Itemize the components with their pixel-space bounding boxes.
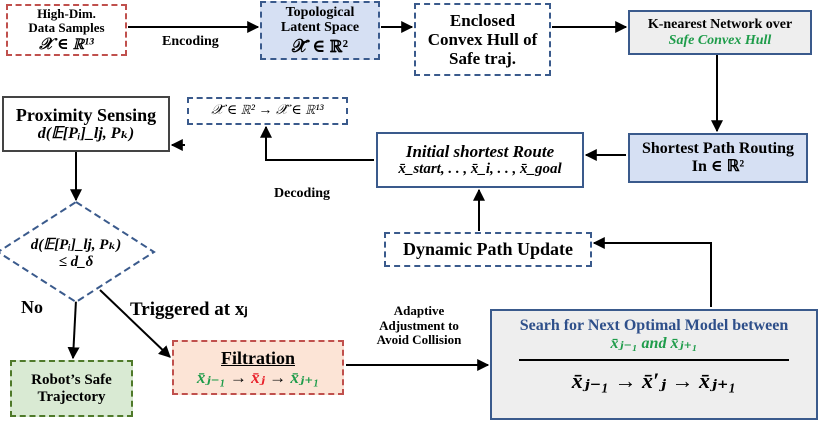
node-shortest-line2: In ∈ ℝ²: [691, 158, 745, 175]
node-search-line1: Searh for Next Optimal Model between: [519, 317, 789, 334]
node-high-dim-line2: Data Samples: [28, 20, 105, 36]
node-hull-line2: Convex Hull of: [427, 29, 538, 49]
node-filtration-sequence: x̄ⱼ₋₁ → x̄ⱼ → x̄ⱼ₊₁: [197, 368, 319, 387]
label-adaptive-line1: Adaptive: [393, 303, 445, 319]
node-shortest-path: Shortest Path Routing In ∈ ℝ²: [628, 133, 808, 183]
arrow-decision-to-robot: [67, 299, 80, 360]
label-encoding: Encoding: [162, 34, 219, 49]
label-no: No: [21, 297, 43, 317]
node-latent-space: Topological Latent Space 𝒳̄ ∈ ℝ²: [260, 1, 380, 60]
filtration-seq-current: x̄ⱼ: [251, 368, 265, 388]
node-dynamic-text: Dynamic Path Update: [403, 239, 573, 260]
label-adaptive: Adaptive Adjustment to Avoid Collision: [356, 298, 482, 354]
node-robot-line1: Robot’s Safe: [31, 371, 112, 388]
node-knn-network: K-nearest Network over Safe Convex Hull: [628, 10, 812, 55]
node-latent-line1: Topological: [285, 4, 355, 20]
node-initial-route: Initial shortest Route x̄_start, . . , x…: [376, 132, 584, 188]
node-latent-line2: Latent Space: [280, 20, 360, 36]
node-decision-line1: d(𝔼[Pᵢ]_lj, Pₖ): [30, 237, 122, 254]
label-adaptive-line2: Adjustment to: [379, 317, 459, 333]
node-shortest-line1: Shortest Path Routing: [641, 140, 794, 158]
node-robot-safe-trajectory: Robot’s Safe Trajectory: [10, 360, 133, 417]
node-decision-line2: ≤ d_δ: [58, 254, 94, 270]
node-hull-line1: Enclosed: [449, 10, 516, 30]
node-latent-line3: 𝒳̄ ∈ ℝ²: [292, 36, 348, 57]
node-high-dim-line3: 𝒳 ∈ ℝ¹³: [39, 35, 94, 53]
node-search-line3: x̄ⱼ₋₁ → x̄′ⱼ → x̄ⱼ₊₁: [571, 367, 737, 393]
node-knn-line2: Safe Convex Hull: [668, 32, 772, 48]
node-search-optimal-model: Searh for Next Optimal Model between x̄ⱼ…: [490, 309, 818, 420]
node-convex-hull: Enclosed Convex Hull of Safe traj.: [414, 3, 551, 76]
node-decision-diamond: [0, 200, 156, 304]
node-high-dim-data: High-Dim. Data Samples 𝒳 ∈ ℝ¹³: [6, 4, 127, 56]
label-adaptive-line3: Avoid Collision: [376, 332, 462, 348]
node-proximity-line2: d(𝔼[Pᵢ]_lj, Pₖ): [37, 125, 135, 143]
label-triggered: Triggered at xⱼ: [130, 299, 248, 320]
filtration-seq-next: x̄ⱼ₊₁: [290, 368, 320, 388]
node-filtration: Filtration x̄ⱼ₋₁ → x̄ⱼ → x̄ⱼ₊₁: [172, 340, 344, 395]
node-filtration-title: Filtration: [221, 347, 295, 368]
node-search-line2: x̄ⱼ₋₁ and x̄ⱼ₊₁: [610, 334, 698, 352]
node-route-line2: x̄_start, . . , x̄_i, . . , x̄_goal: [398, 161, 562, 178]
node-route-line1: Initial shortest Route: [405, 142, 555, 162]
node-proximity-sensing: Proximity Sensing d(𝔼[Pᵢ]_lj, Pₖ): [2, 96, 170, 152]
node-high-dim-line1: High-Dim.: [37, 5, 96, 21]
node-knn-line1: K-nearest Network over: [647, 16, 793, 32]
label-decoding: Decoding: [274, 186, 330, 201]
filtration-arrow-1: →: [225, 368, 252, 388]
node-decision-text: d(𝔼[Pᵢ]_lj, Pₖ) ≤ d_δ: [14, 232, 138, 276]
filtration-arrow-2: →: [264, 368, 291, 388]
arrow-route-to-decode: [260, 125, 374, 161]
node-dynamic-update: Dynamic Path Update: [384, 232, 592, 267]
filtration-seq-prev: x̄ⱼ₋₁: [196, 368, 226, 388]
node-decode-text: 𝒳̄ ∈ ℝ² → 𝒳̂ ∈ ℝ¹³: [211, 103, 324, 119]
node-proximity-line1: Proximity Sensing: [15, 104, 157, 125]
node-hull-line3: Safe traj.: [448, 49, 517, 69]
node-decode-mapping: 𝒳̄ ∈ ℝ² → 𝒳̂ ∈ ℝ¹³: [187, 97, 348, 125]
node-robot-line2: Trajectory: [37, 388, 106, 405]
arrow-search-to-update: [592, 237, 712, 307]
arrow-decision-to-filtration: [99, 289, 171, 358]
node-search-divider: [519, 358, 789, 361]
